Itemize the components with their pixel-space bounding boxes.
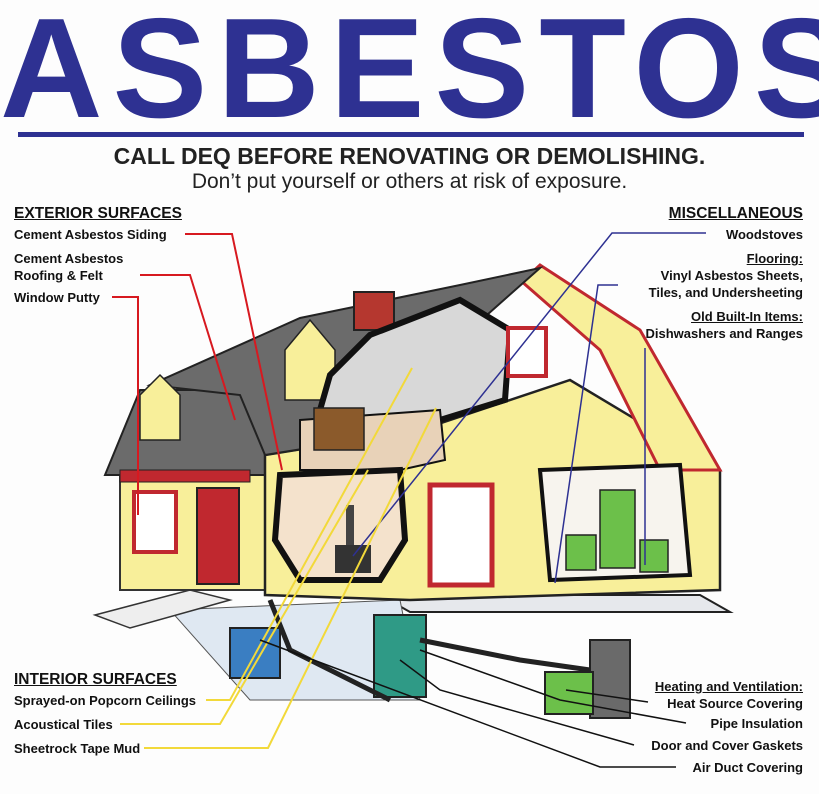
exterior-item-roofing-line2: Roofing & Felt xyxy=(14,268,103,283)
chimney xyxy=(353,291,395,331)
dormer-left xyxy=(139,373,181,441)
exterior-heading: EXTERIOR SURFACES xyxy=(14,205,182,222)
misc-flooring-line1: Vinyl Asbestos Sheets, xyxy=(660,268,803,283)
leader-woodstoves xyxy=(352,232,706,557)
heating-item-air-duct: Air Duct Covering xyxy=(692,760,803,775)
misc-heading: MISCELLANEOUS xyxy=(668,205,803,222)
callout-headline: CALL DEQ BEFORE RENOVATING OR DEMOLISHIN… xyxy=(113,143,706,169)
interior-item-popcorn: Sprayed-on Popcorn Ceilings xyxy=(14,693,197,708)
green-range xyxy=(565,534,597,571)
leader-acoustical xyxy=(120,469,369,725)
gable-window xyxy=(506,326,548,378)
leader-siding xyxy=(185,233,283,471)
dresser xyxy=(313,407,365,451)
leader-pipe-insulation xyxy=(419,649,687,724)
leader-tape-mud xyxy=(144,407,437,749)
leader-roofing xyxy=(140,274,236,421)
heating-item-pipe-insulation: Pipe Insulation xyxy=(710,716,803,731)
exterior-item-roofing-line1: Cement Asbestos xyxy=(14,251,124,266)
interior-heading: INTERIOR SURFACES xyxy=(14,671,177,688)
heating-item-heat-source: Heat Source Covering xyxy=(667,696,803,711)
misc-flooring-line2: Tiles, and Undersheeting xyxy=(648,285,803,300)
front-door xyxy=(196,487,240,585)
misc-builtin-item: Dishwashers and Ranges xyxy=(645,326,804,341)
front-steps xyxy=(92,589,233,629)
front-window xyxy=(132,490,178,554)
misc-flooring-heading: Flooring: xyxy=(746,251,803,266)
main-window-left xyxy=(427,482,495,588)
leader-gaskets xyxy=(399,659,635,746)
poster-title: ASBESTOS xyxy=(0,0,819,148)
boiler xyxy=(373,614,427,698)
title-underline xyxy=(18,132,804,137)
green-refrigerator xyxy=(599,489,636,569)
heating-heading: Heating and Ventilation: xyxy=(654,679,803,694)
basement-cutaway xyxy=(271,466,409,583)
water-heater xyxy=(589,639,631,719)
interior-item-tape-mud: Sheetrock Tape Mud xyxy=(14,741,141,756)
misc-builtin-heading: Old Built-In Items: xyxy=(691,309,803,324)
exterior-item-siding: Cement Asbestos Siding xyxy=(14,227,167,242)
leader-heat-source xyxy=(565,689,649,703)
leader-flooring xyxy=(554,284,618,584)
leader-window-putty xyxy=(112,296,139,515)
gambrel-gable xyxy=(468,263,723,472)
callout-subline: Don’t put yourself or others at risk of … xyxy=(191,170,628,193)
interior-item-acoustical: Acoustical Tiles xyxy=(14,717,113,732)
leader-popcorn xyxy=(206,367,413,701)
dishwasher xyxy=(639,539,669,573)
leader-air-duct xyxy=(259,639,676,768)
exterior-item-window-putty: Window Putty xyxy=(14,290,100,305)
misc-item-woodstoves: Woodstoves xyxy=(725,227,803,242)
heating-item-gaskets: Door and Cover Gaskets xyxy=(651,738,803,753)
porch-roof xyxy=(119,469,251,483)
